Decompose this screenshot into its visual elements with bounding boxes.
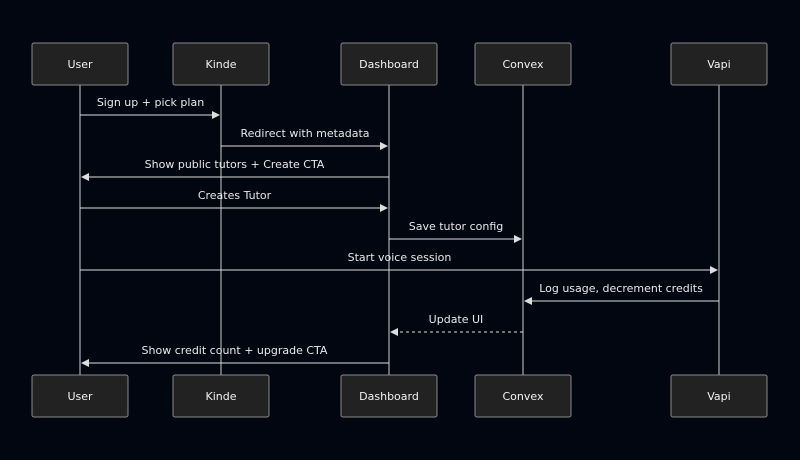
message-9: Show credit count + upgrade CTA bbox=[81, 344, 389, 367]
actor-dashboard-bottom: Dashboard bbox=[340, 374, 438, 418]
message-label: Redirect with metadata bbox=[240, 127, 369, 140]
message-arrowhead bbox=[81, 173, 89, 181]
actor-label: Convex bbox=[503, 390, 544, 403]
actor-label: User bbox=[67, 58, 93, 71]
actor-convex-bottom: Convex bbox=[474, 374, 572, 418]
message-label: Log usage, decrement credits bbox=[539, 282, 703, 295]
message-arrowhead bbox=[380, 142, 388, 150]
message-arrowhead bbox=[390, 328, 398, 336]
message-label: Save tutor config bbox=[409, 220, 504, 233]
actor-box bbox=[340, 42, 438, 86]
message-arrowhead bbox=[514, 235, 522, 243]
message-arrowhead bbox=[524, 297, 532, 305]
actor-label: Dashboard bbox=[359, 390, 419, 403]
actor-label: Vapi bbox=[707, 390, 730, 403]
actor-user-top: User bbox=[31, 42, 129, 86]
message-arrowhead bbox=[81, 359, 89, 367]
message-6: Start voice session bbox=[80, 251, 718, 274]
actor-box bbox=[340, 374, 438, 418]
message-4: Creates Tutor bbox=[80, 189, 388, 212]
message-7: Log usage, decrement credits bbox=[524, 282, 719, 305]
actor-kinde-top: Kinde bbox=[172, 42, 270, 86]
message-1: Sign up + pick plan bbox=[80, 96, 220, 119]
actor-label: Convex bbox=[503, 58, 544, 71]
message-arrowhead bbox=[710, 266, 718, 274]
message-label: Show credit count + upgrade CTA bbox=[142, 344, 328, 357]
message-3: Show public tutors + Create CTA bbox=[81, 158, 389, 181]
message-label: Start voice session bbox=[348, 251, 452, 264]
actor-kinde-bottom: Kinde bbox=[172, 374, 270, 418]
actor-vapi-top: Vapi bbox=[670, 42, 768, 86]
message-8: Update UI bbox=[390, 313, 523, 336]
actor-convex-top: Convex bbox=[474, 42, 572, 86]
actor-box bbox=[31, 374, 129, 418]
actor-vapi-bottom: Vapi bbox=[670, 374, 768, 418]
message-arrowhead bbox=[212, 111, 220, 119]
message-label: Creates Tutor bbox=[198, 189, 272, 202]
actor-box bbox=[172, 374, 270, 418]
actor-label: User bbox=[67, 390, 93, 403]
message-2: Redirect with metadata bbox=[221, 127, 388, 150]
actor-box bbox=[670, 42, 768, 86]
actor-box bbox=[31, 42, 129, 86]
message-label: Sign up + pick plan bbox=[97, 96, 204, 109]
actor-label: Kinde bbox=[206, 58, 237, 71]
actor-dashboard-top: Dashboard bbox=[340, 42, 438, 86]
actor-user-bottom: User bbox=[31, 374, 129, 418]
actor-label: Dashboard bbox=[359, 58, 419, 71]
message-5: Save tutor config bbox=[389, 220, 522, 243]
message-label: Update UI bbox=[429, 313, 484, 326]
actor-box bbox=[172, 42, 270, 86]
actor-label: Vapi bbox=[707, 58, 730, 71]
actor-box bbox=[474, 374, 572, 418]
actor-label: Kinde bbox=[206, 390, 237, 403]
message-label: Show public tutors + Create CTA bbox=[145, 158, 325, 171]
actors-top: User Kinde Dashboard Convex Vapi bbox=[31, 42, 768, 86]
message-arrowhead bbox=[380, 204, 388, 212]
actor-box bbox=[670, 374, 768, 418]
actor-box bbox=[474, 42, 572, 86]
lifelines bbox=[79, 85, 720, 375]
actors-bottom: User Kinde Dashboard Convex Vapi bbox=[31, 374, 768, 418]
